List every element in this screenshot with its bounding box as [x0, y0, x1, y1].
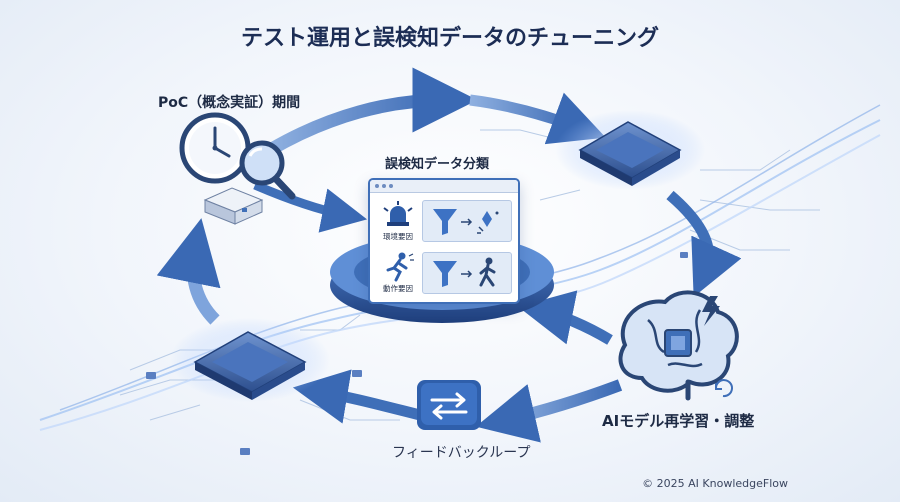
magnifier-icon	[239, 140, 296, 200]
poc-period-label: PoC（概念実証）期間	[158, 95, 301, 111]
feedback-loop-label: フィードバックループ	[392, 445, 531, 461]
processor-chip-top	[555, 110, 705, 190]
arrow-right-icon	[461, 218, 473, 226]
walking-person-icon	[479, 257, 496, 287]
running-person-icon	[386, 252, 414, 282]
ai-brain-icon	[618, 290, 739, 401]
arrow-chip-to-poc	[156, 218, 221, 325]
ai-retrain-label: AIモデル再学習・調整	[602, 412, 755, 430]
filter-icon	[433, 209, 457, 235]
copyright-notice: © 2025 AI KnowledgeFlow	[642, 477, 788, 490]
classification-label: 誤検知データ分類	[385, 157, 490, 172]
environment-factor-label: 環境要因	[383, 232, 413, 241]
page-title: テスト運用と誤検知データのチューニング	[240, 26, 659, 51]
clock-icon	[179, 112, 251, 184]
arrow-chip-to-brain	[666, 190, 742, 298]
arrow-poc-to-center	[253, 180, 368, 233]
lightning-icon	[702, 296, 720, 326]
classification-row-environment: 環境要因	[376, 198, 512, 244]
window-title-bar	[370, 180, 518, 193]
classification-window: 環境要因 動作要因	[368, 178, 520, 304]
processor-chip-bottom	[170, 318, 330, 402]
alarm-light-icon	[383, 201, 413, 226]
filter-icon	[433, 261, 457, 287]
edge-device-icon	[203, 187, 264, 225]
feedback-loop-icon	[417, 380, 481, 430]
arrow-loop-to-chip	[292, 369, 422, 424]
arrow-poc-to-chip	[266, 67, 478, 156]
small-chip-pads	[146, 252, 688, 455]
arrow-brain-to-loop	[475, 379, 623, 443]
sparkle-icon	[477, 211, 499, 234]
motion-factor-label: 動作要因	[383, 284, 413, 293]
arrow-brain-to-center	[518, 290, 613, 345]
arrow-right-icon	[461, 270, 473, 278]
refresh-mini-icon	[715, 379, 733, 398]
arrow-top-to-chip	[469, 92, 606, 145]
classification-row-motion: 動作要因	[376, 250, 512, 296]
